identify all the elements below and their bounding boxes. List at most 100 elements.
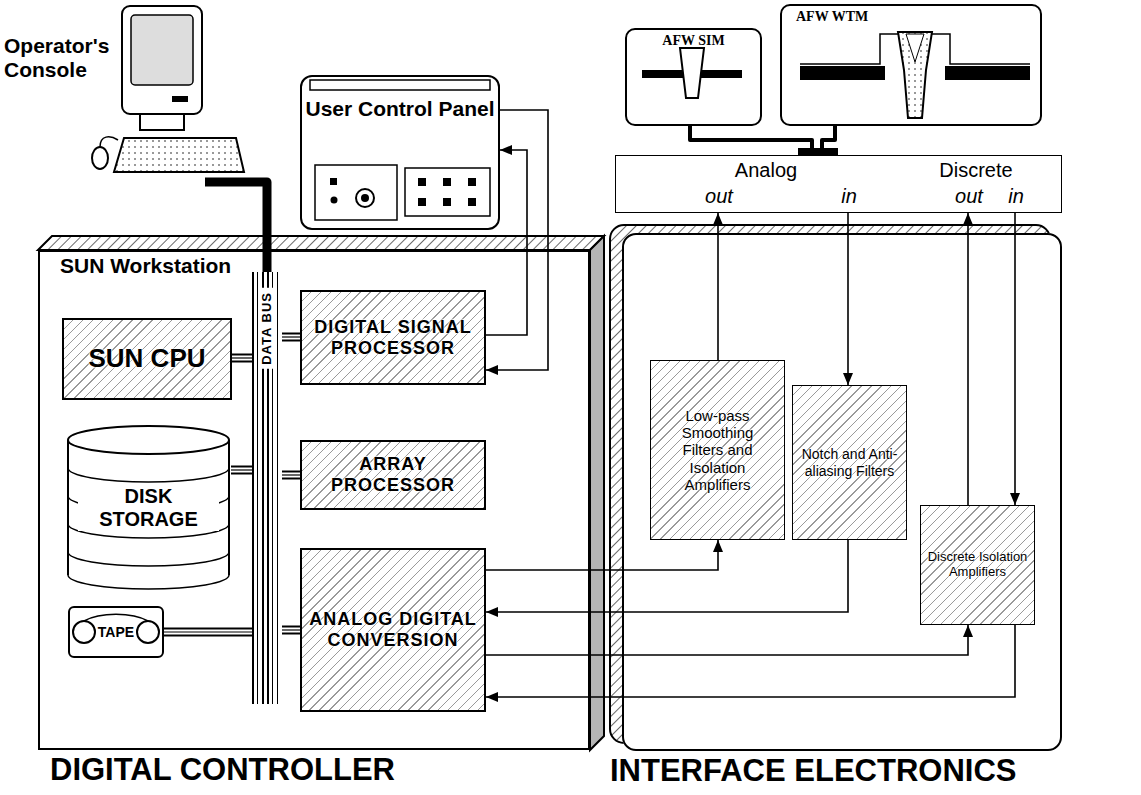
disk-body <box>68 440 229 575</box>
cable <box>822 126 835 155</box>
bus-line <box>282 626 300 635</box>
node-sublabel: in <box>999 185 1033 208</box>
subpanel <box>405 168 490 216</box>
bus-line <box>282 629 300 630</box>
bus-link <box>231 470 252 471</box>
knob <box>361 194 369 202</box>
bus-link <box>282 630 300 631</box>
knob <box>356 189 374 207</box>
signal-arrow <box>486 625 973 655</box>
interface-housing <box>610 225 1062 751</box>
arrowhead <box>713 540 723 552</box>
indicator-strip <box>310 80 490 90</box>
switch <box>330 178 337 185</box>
signal-line <box>486 540 848 612</box>
arrowhead <box>486 692 498 702</box>
node-label: Low-pass Smoothing Filters and Isolation… <box>665 407 770 493</box>
signal-line <box>486 110 548 370</box>
canopy <box>906 34 924 62</box>
node-label: Operator's Console <box>4 34 122 82</box>
platter-edge <box>68 468 229 589</box>
bus-link <box>282 475 300 476</box>
bus-line <box>282 471 300 480</box>
bus-line <box>164 630 252 635</box>
arrowhead <box>486 365 498 375</box>
bus-line <box>232 354 252 363</box>
keyboard <box>114 138 244 172</box>
signal-line <box>717 213 719 360</box>
mouse <box>92 147 108 169</box>
signal-line <box>486 540 718 570</box>
simulator-art <box>642 48 742 98</box>
monitor-base <box>140 114 184 130</box>
node-label: User Control Panel <box>302 97 498 121</box>
filter-box: Low-pass Smoothing Filters and Isolation… <box>650 360 785 540</box>
tunnel-wall <box>800 34 1030 64</box>
signal-line <box>1014 213 1016 505</box>
node-sublabel: Discrete <box>916 159 1036 182</box>
signal-arrow <box>486 110 548 375</box>
interface-box: INTERFACE ELECTRONICSLow-pass Smoothing … <box>622 233 1062 751</box>
node-sublabel: out <box>697 185 741 208</box>
signal-line <box>847 213 849 385</box>
arrowhead <box>843 373 853 385</box>
wing <box>945 66 1030 80</box>
bus-line <box>282 474 300 475</box>
mouse-cord <box>100 137 118 147</box>
node-label: Analog <box>706 159 826 182</box>
processor-box: ARRAY PROCESSOR <box>300 440 486 510</box>
signal-line <box>486 150 527 335</box>
disk-stack <box>68 426 229 589</box>
signal-line <box>967 213 969 505</box>
node-label: DISK STORAGE <box>78 485 219 531</box>
arrowhead <box>486 607 498 617</box>
fuselage <box>680 48 704 98</box>
node-label: DATA BUS <box>259 288 276 369</box>
bus-line <box>282 333 300 342</box>
arrowhead <box>963 625 973 637</box>
switch <box>331 197 338 204</box>
signal-arrow <box>486 540 723 570</box>
housing-front <box>622 233 1062 751</box>
signal-arrow <box>843 213 853 385</box>
bus-line <box>282 473 300 478</box>
model-cable <box>690 126 812 155</box>
bus-line <box>164 631 252 632</box>
bus-link <box>232 358 252 359</box>
bus-link <box>164 632 252 633</box>
buttons <box>418 178 476 206</box>
bus-line <box>164 628 252 637</box>
node-label: Discrete Isolation Amplifiers <box>928 550 1028 580</box>
arrowhead <box>713 213 723 225</box>
node-label: INTERFACE ELECTRONICS <box>610 755 1080 786</box>
node-sublabel: out <box>947 185 991 208</box>
bus-line <box>231 466 252 475</box>
signal-arrow <box>963 213 973 505</box>
wind-tunnel-model-art <box>800 32 1030 118</box>
node-label: TAPE <box>98 624 134 640</box>
wind-tunnel-box: AFW WTM <box>780 4 1042 126</box>
simulator-box: AFW SIM <box>625 28 762 126</box>
signal-arrow <box>486 145 527 335</box>
node-label: Notch and Anti-aliasing Filters <box>796 446 904 478</box>
signal-arrow <box>713 213 723 360</box>
cpu-box: SUN CPU <box>62 318 232 400</box>
amplifier-box: Discrete Isolation Amplifiers <box>920 505 1035 625</box>
subpanel <box>315 165 397 220</box>
workstation-housing <box>38 236 604 750</box>
bus-link <box>282 337 300 338</box>
control-panel: User Control Panel <box>300 75 500 230</box>
signal-strip: AnalogDiscreteoutinoutin <box>615 155 1062 213</box>
signal-line <box>486 625 1015 697</box>
model-body <box>898 32 932 118</box>
console-icon: Operator's Console <box>0 0 245 182</box>
workstation-box: SUN WorkstationDIGITAL CONTROLLERSUN CPU… <box>38 250 590 750</box>
disk-storage: DISK STORAGE <box>66 425 231 590</box>
converter-box: ANALOG DIGITAL CONVERSION <box>300 548 486 712</box>
data-bus: DATA BUS <box>252 272 282 704</box>
arrowhead <box>963 213 973 225</box>
bus-line <box>282 628 300 633</box>
monitor <box>122 6 202 114</box>
node-label: ANALOG DIGITAL CONVERSION <box>308 609 478 650</box>
